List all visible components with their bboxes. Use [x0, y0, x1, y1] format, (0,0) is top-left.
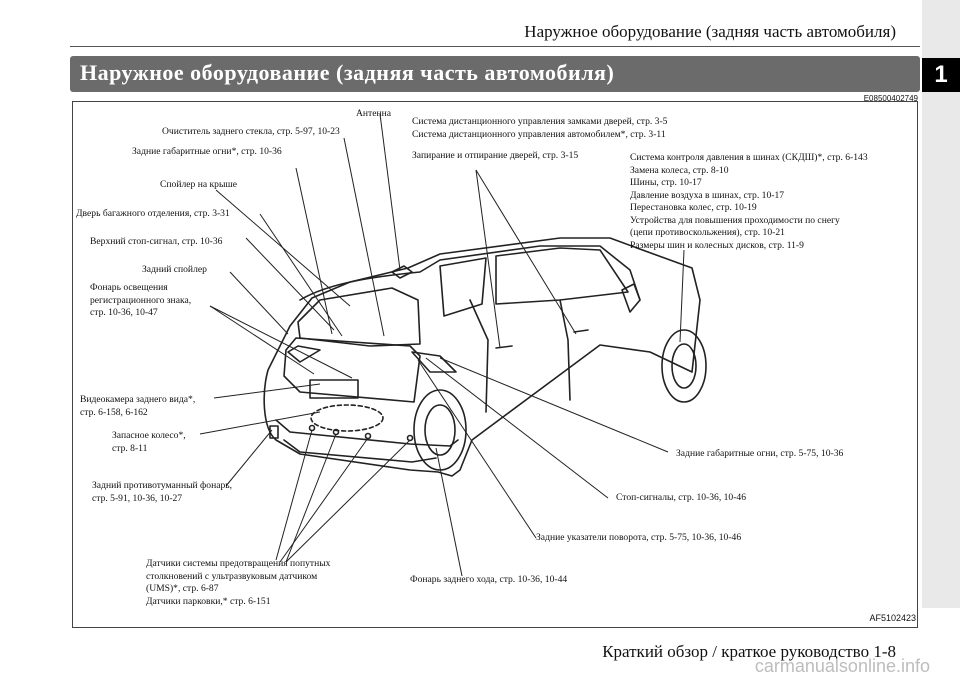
label-rear-spoiler: Задний спойлер [142, 264, 207, 275]
label-sensors: Датчики системы предотвращения попутных … [146, 558, 331, 607]
figure-id: AF5102423 [869, 613, 916, 623]
label-rear-fog-lamp: Задний противотуманный фонарь, стр. 5-91… [92, 480, 233, 504]
sensor-1 [308, 424, 316, 432]
car-body-outline [263, 237, 701, 477]
side-window-front [495, 247, 629, 305]
label-rear-clearance-lamps-right: Задние габаритные огни, стр. 5-75, 10-36 [676, 448, 844, 459]
tail-lamp-left [287, 345, 321, 363]
section-title-bar [70, 56, 920, 92]
sensor-2 [364, 432, 372, 440]
chapter-number: 1 [922, 58, 960, 92]
car-rear-illustration [199, 113, 707, 577]
label-antenna: Антенна [356, 108, 392, 119]
rear-bumper-lower [283, 439, 437, 463]
label-reverse-lamp: Фонарь заднего хода, стр. 10-36, 10-44 [410, 574, 568, 585]
front-wheel-inner [671, 343, 697, 389]
rear-wheel [413, 389, 467, 471]
rear-fog-lamp [269, 425, 279, 439]
doc-code: E08500402749 [863, 94, 918, 103]
label-roof-spoiler: Спойлер на крыше [160, 179, 238, 190]
front-wheel [661, 329, 707, 403]
watermark: carmanualsonline.info [754, 656, 930, 676]
section-title: Наружное оборудование (задняя часть авто… [80, 60, 615, 85]
car-roof-line [299, 245, 641, 301]
chapter-tab [922, 0, 960, 608]
header-rule [70, 46, 920, 47]
figure-frame [72, 101, 918, 628]
label-liftgate: Дверь багажного отделения, стр. 3-31 [76, 208, 230, 219]
page-footer: Краткий обзор / краткое руководство 1-8 [602, 642, 896, 661]
sensor-3 [406, 434, 414, 442]
label-keyless-remote: Система дистанционного управления замкам… [412, 116, 668, 140]
spare-wheel-outline [310, 404, 384, 432]
door-handle-rear [495, 345, 513, 349]
label-rear-clearance-lamps-top: Задние габаритные огни*, стр. 10-36 [132, 146, 282, 157]
tail-lamp-right [411, 351, 457, 373]
rear-door-line [469, 299, 489, 413]
label-rear-camera: Видеокамера заднего вида*, стр. 6-158, 6… [80, 394, 196, 418]
front-door-line [559, 299, 571, 401]
label-spare-wheel: Запасное колесо*, стр. 8-11 [112, 430, 186, 454]
sensor-4 [332, 428, 340, 436]
label-rear-wiper: Очиститель заднего стекла, стр. 5-97, 10… [162, 126, 340, 137]
label-rear-turn-signals: Задние указатели поворота, стр. 5-75, 10… [536, 532, 742, 543]
rear-wheel-inner [424, 404, 456, 456]
door-handle-front [573, 329, 589, 333]
side-mirror [621, 283, 641, 313]
license-plate-area [309, 379, 359, 399]
label-tpms: Система контроля давления в шинах (СКДШ)… [630, 152, 868, 251]
label-stop-lamps: Стоп-сигналы, стр. 10-36, 10-46 [616, 492, 747, 503]
label-door-lock: Запирание и отпирание дверей, стр. 3-15 [412, 150, 579, 161]
liftgate-outline [283, 337, 421, 403]
side-window-rear [439, 257, 487, 317]
label-high-stop-lamp: Верхний стоп-сигнал, стр. 10-36 [90, 236, 223, 247]
label-plate-lamp: Фонарь освещения регистрационного знака,… [90, 282, 192, 318]
running-head: Наружное оборудование (задняя часть авто… [524, 22, 896, 41]
